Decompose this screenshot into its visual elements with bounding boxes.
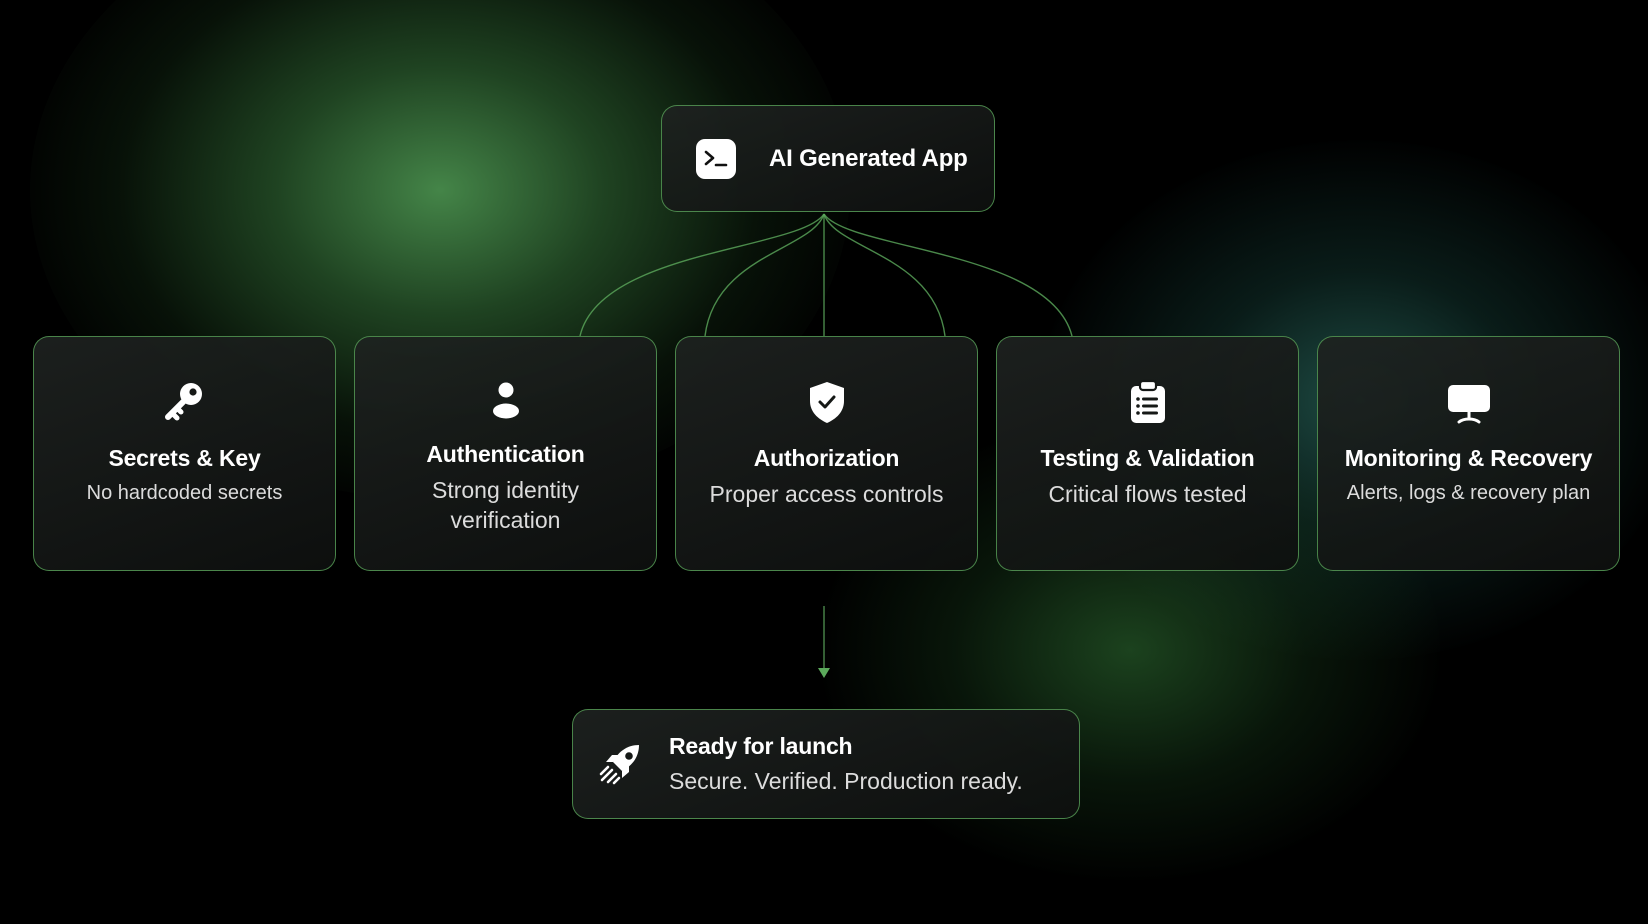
user-icon — [483, 379, 529, 425]
card-description: No hardcoded secrets — [86, 482, 283, 504]
card-authentication: Authentication Strong identity verificat… — [354, 336, 657, 571]
card-description: Critical flows tested — [1048, 481, 1247, 507]
connector-line — [823, 213, 1073, 337]
card-description: Strong identity verification — [431, 477, 580, 533]
card-title: Secrets & Key — [108, 445, 261, 471]
shield-check-icon — [804, 379, 850, 425]
result-node: Ready for launch Secure. Verified. Produ… — [572, 709, 1080, 819]
card-authorization: Authorization Proper access controls — [675, 336, 978, 571]
result-subtitle: Secure. Verified. Production ready. — [669, 768, 1023, 794]
card-testing: Testing & Validation Critical flows test… — [996, 336, 1299, 571]
card-title: Authentication — [426, 441, 585, 467]
terminal-icon — [696, 138, 736, 179]
card-title: Authorization — [753, 445, 900, 471]
connector-line — [823, 213, 946, 337]
card-description: Proper access controls — [709, 481, 944, 507]
card-title: Monitoring & Recovery — [1344, 445, 1593, 471]
rocket-icon — [599, 745, 639, 785]
connector-line — [704, 213, 825, 337]
card-monitoring: Monitoring & Recovery Alerts, logs & rec… — [1317, 336, 1620, 571]
key-icon — [162, 379, 208, 425]
arrow-head — [818, 668, 830, 678]
root-label: AI Generated App — [769, 144, 968, 172]
result-title: Ready for launch — [669, 733, 853, 759]
card-secrets: Secrets & Key No hardcoded secrets — [33, 336, 336, 571]
card-description: Alerts, logs & recovery plan — [1346, 482, 1591, 504]
card-title: Testing & Validation — [1040, 445, 1255, 471]
connector-line — [579, 213, 825, 337]
monitor-icon — [1446, 379, 1492, 425]
root-node: AI Generated App — [661, 105, 995, 212]
clipboard-list-icon — [1125, 379, 1171, 425]
